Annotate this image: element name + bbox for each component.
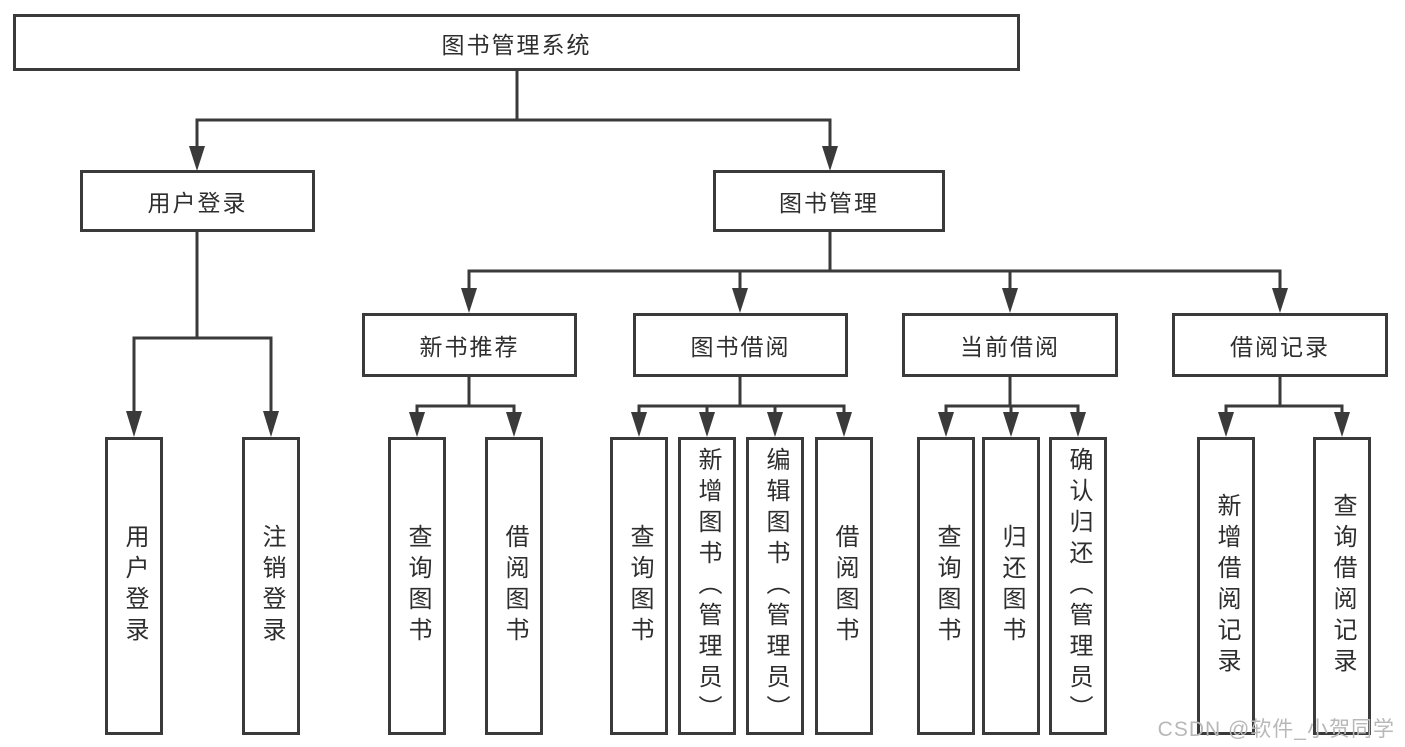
connector-borrowing-to-leaves	[631, 375, 852, 437]
node-new-book-recommend: 新书推荐	[362, 313, 577, 377]
node-label: 当前借阅	[960, 334, 1060, 360]
node-label: 借阅记录	[1230, 334, 1330, 360]
node-query-books: 查询图书	[917, 437, 975, 735]
connector-book-mgmt-to-level3	[461, 230, 1288, 313]
node-label: 新增图书（管理员）	[694, 446, 721, 726]
node-label: 查询图书	[404, 524, 431, 648]
connector-user-login-to-leaves	[126, 230, 279, 437]
node-label: 确认归还（管理员）	[1065, 446, 1092, 726]
node-label: 新增借阅记录	[1213, 493, 1240, 679]
node-user-login-action: 用户登录	[105, 437, 163, 735]
node-borrow-books: 借阅图书	[815, 437, 873, 735]
node-current-borrowing: 当前借阅	[902, 313, 1118, 377]
node-user-login-module: 用户登录	[80, 170, 315, 232]
node-label: 查询借阅记录	[1329, 493, 1356, 679]
node-label: 图书管理	[779, 190, 879, 216]
node-book-management-module: 图书管理	[713, 170, 945, 232]
node-label: 图书管理系统	[441, 31, 592, 58]
node-label: 查询图书	[933, 524, 960, 648]
connector-root-to-level2	[189, 69, 838, 171]
csdn-watermark: CSDN @软件_小贺同学	[1157, 718, 1395, 741]
node-label: 借阅图书	[501, 524, 528, 648]
node-label: 查询图书	[626, 524, 653, 648]
connector-new-rec-to-leaves	[409, 375, 522, 437]
node-library-management-system: 图书管理系统	[13, 14, 1020, 71]
node-label: 用户登录	[147, 190, 248, 216]
node-return-books: 归还图书	[982, 437, 1040, 735]
node-query-books: 查询图书	[610, 437, 668, 735]
node-query-borrow-record: 查询借阅记录	[1313, 437, 1371, 735]
node-label: 编辑图书（管理员）	[762, 446, 789, 726]
node-label: 归还图书	[998, 524, 1025, 648]
node-label: 新书推荐	[419, 334, 520, 360]
connector-current-to-leaves	[938, 375, 1086, 437]
connector-records-to-leaves	[1218, 375, 1350, 437]
node-add-books-admin: 新增图书（管理员）	[678, 437, 736, 735]
node-logout-action: 注销登录	[242, 437, 300, 735]
node-borrowing-records: 借阅记录	[1172, 313, 1388, 377]
node-label: 注销登录	[258, 524, 285, 648]
node-label: 用户登录	[121, 524, 148, 648]
node-label: 图书借阅	[690, 334, 791, 360]
node-label: 借阅图书	[831, 524, 858, 648]
node-borrow-books: 借阅图书	[485, 437, 543, 735]
node-add-borrow-record: 新增借阅记录	[1197, 437, 1255, 735]
node-book-borrowing: 图书借阅	[633, 313, 848, 377]
node-confirm-return-admin: 确认归还（管理员）	[1049, 437, 1107, 735]
node-query-books: 查询图书	[388, 437, 446, 735]
node-edit-books-admin: 编辑图书（管理员）	[746, 437, 804, 735]
